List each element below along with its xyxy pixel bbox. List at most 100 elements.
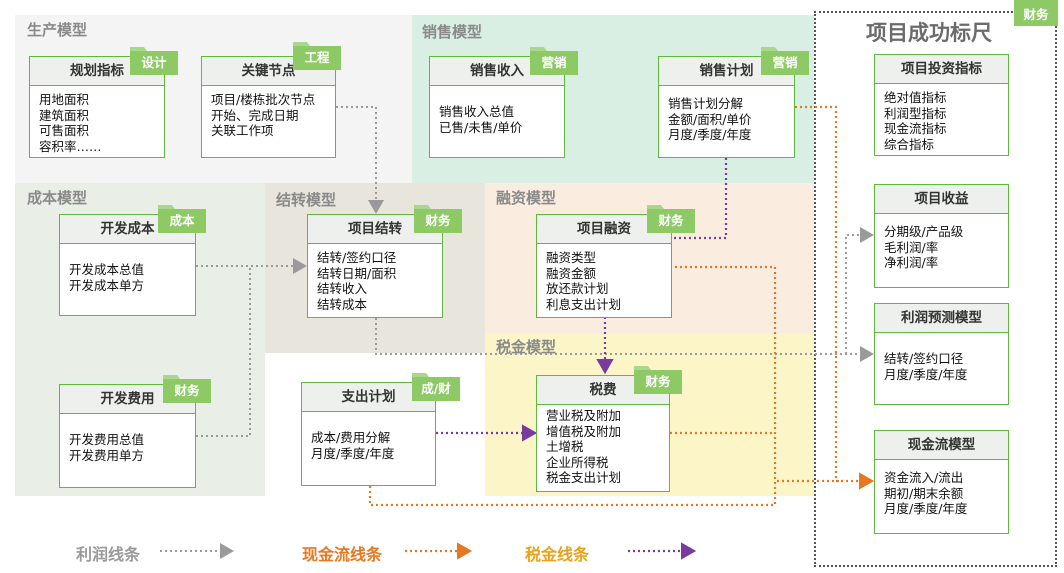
invest-index-line: 利润型指标 <box>884 105 947 121</box>
planning-line: 建筑面积 <box>39 107 90 123</box>
taxes-line: 企业所得税 <box>546 454 609 470</box>
sales-income-lines: 销售收入总值 已售/未售/单价 <box>430 86 564 135</box>
sales-income-line: 已售/未售/单价 <box>439 119 523 135</box>
sales-income-tag-label: 营销 <box>541 55 567 70</box>
taxes-line: 营业税及附加 <box>546 408 622 423</box>
planning-line: 容积率…… <box>39 138 102 154</box>
invest-index-line: 现金流指标 <box>884 121 947 136</box>
project-income-title: 项目收益 <box>875 185 1008 214</box>
project-finance-line: 融资金额 <box>546 265 597 281</box>
success-finance-tag-label: 财务 <box>1023 7 1049 22</box>
profit-model-box: 利润预测模型 结转/签约口径 月度/季度/年度 <box>874 303 1009 405</box>
sales-region-title: 销售模型 <box>422 23 483 41</box>
cost-region-title: 成本模型 <box>27 189 88 207</box>
profit-line-transfer-profit <box>375 318 874 362</box>
dev-cost-line: 开发成本总值 <box>69 262 145 277</box>
invest-index-line: 综合指标 <box>884 136 935 152</box>
project-transfer-lines: 结转/签约口径 结转日期/面积 结转收入 结转成本 <box>308 244 442 312</box>
tax-region-title: 税金模型 <box>496 338 557 356</box>
milestone-line: 关联工作项 <box>211 123 274 138</box>
taxes-lines: 营业税及附加 增值税及附加 土增税 企业所得税 税金支出计划 <box>537 405 669 486</box>
profit-model-title: 利润预测模型 <box>875 304 1008 333</box>
milestone-lines: 项目/楼栋批次节点 开始、完成日期 关联工作项 <box>202 86 335 139</box>
planning-lines: 用地面积 建筑面积 可售面积 容积率…… <box>30 86 164 154</box>
dev-cost-line: 开发成本单方 <box>69 277 145 293</box>
taxes-line: 税金支出计划 <box>546 470 622 485</box>
success-region <box>814 11 1057 567</box>
project-transfer-tag-label: 财务 <box>425 213 451 228</box>
legend-tax-label: 税金线条 <box>525 545 590 564</box>
sales-plan-lines: 销售计划分解 金额/面积/单价 月度/季度/年度 <box>659 86 794 143</box>
milestone-tag: 工程 <box>293 40 341 70</box>
project-income-line: 净利润/率 <box>884 255 939 270</box>
expense-plan-line: 成本/费用分解 <box>311 430 391 445</box>
success-region-title: 项目成功标尺 <box>866 21 992 45</box>
profit-line-milestone-transfer <box>336 106 384 214</box>
project-transfer-line: 结转/签约口径 <box>317 250 397 265</box>
transfer-region-title: 结转模型 <box>276 191 337 209</box>
invest-index-line: 绝对值指标 <box>884 90 947 105</box>
taxes-tag: 财务 <box>634 364 682 394</box>
dev-expense-tag: 财务 <box>163 373 211 403</box>
sales-plan-line: 金额/面积/单价 <box>668 111 752 127</box>
expense-plan-lines: 成本/费用分解 月度/季度/年度 <box>302 412 435 461</box>
cashflow-model-title: 现金流模型 <box>875 431 1008 460</box>
project-income-box: 项目收益 分期级/产品级 毛利润/率 净利润/率 <box>874 184 1009 288</box>
dev-expense-line: 开发费用单方 <box>69 447 145 463</box>
expense-plan-tag-label: 成/财 <box>421 381 451 396</box>
expense-plan-line: 月度/季度/年度 <box>311 445 395 461</box>
profit-model-line: 结转/签约口径 <box>884 351 964 366</box>
profit-line-devexpense-transfer <box>196 266 251 437</box>
dev-cost-title: 开发成本 <box>60 215 195 244</box>
invest-index-title: 项目投资指标 <box>875 55 1008 84</box>
dev-expense-lines: 开发费用总值 开发费用单方 <box>60 414 195 463</box>
milestone-box: 关键节点 项目/楼栋批次节点 开始、完成日期 关联工作项 <box>201 56 336 158</box>
project-transfer-line: 结转成本 <box>317 296 368 312</box>
cashflow-line-salesplan <box>795 105 875 490</box>
project-finance-tag-label: 财务 <box>658 213 684 228</box>
project-finance-line: 放还款计划 <box>546 281 609 296</box>
finance-region-title: 融资模型 <box>496 189 557 207</box>
taxes-tag-label: 财务 <box>645 374 671 389</box>
project-finance-tag: 财务 <box>647 203 695 233</box>
project-finance-lines: 融资类型 融资金额 放还款计划 利息支出计划 <box>537 244 671 312</box>
dev-cost-lines: 开发成本总值 开发成本单方 <box>60 244 195 293</box>
legend-profit-label: 利润线条 <box>76 545 141 564</box>
legend-cashflow-label: 现金流线条 <box>302 545 383 564</box>
invest-index-lines: 绝对值指标 利润型指标 现金流指标 综合指标 <box>875 84 1008 152</box>
sales-plan-tag: 营销 <box>761 45 809 75</box>
project-transfer-line: 结转收入 <box>317 281 368 296</box>
sales-income-tag: 营销 <box>530 45 578 75</box>
dev-expense-box: 开发费用 开发费用总值 开发费用单方 <box>59 384 196 488</box>
project-finance-line: 利息支出计划 <box>546 296 622 312</box>
dev-cost-tag-label: 成本 <box>169 213 195 228</box>
cashflow-model-lines: 资金流入/流出 期初/期末余额 月度/季度/年度 <box>875 460 1008 517</box>
cashflow-model-line: 期初/期末余额 <box>884 485 964 501</box>
project-income-lines: 分期级/产品级 毛利润/率 净利润/率 <box>875 214 1008 271</box>
profit-model-lines: 结转/签约口径 月度/季度/年度 <box>875 333 1008 382</box>
success-finance-tag: 财务 <box>1014 0 1058 26</box>
cashflow-model-box: 现金流模型 资金流入/流出 期初/期末余额 月度/季度/年度 <box>874 430 1009 534</box>
dev-expense-line: 开发费用总值 <box>69 432 145 447</box>
profit-model-line: 月度/季度/年度 <box>884 366 968 382</box>
expense-plan-tag: 成/财 <box>412 371 460 401</box>
invest-index-box: 项目投资指标 绝对值指标 利润型指标 现金流指标 综合指标 <box>874 54 1009 156</box>
project-income-line: 毛利润/率 <box>884 239 939 255</box>
sales-plan-line: 销售计划分解 <box>668 96 744 111</box>
milestone-line: 项目/楼栋批次节点 <box>211 92 316 107</box>
project-finance-line: 融资类型 <box>546 250 597 265</box>
taxes-line: 增值税及附加 <box>546 423 622 439</box>
expense-plan-box: 支出计划 成本/费用分解 月度/季度/年度 <box>301 382 436 486</box>
project-income-line: 分期级/产品级 <box>884 224 964 239</box>
project-finance-box: 项目融资 融资类型 融资金额 放还款计划 利息支出计划 <box>536 214 672 318</box>
taxes-line: 土增税 <box>546 439 584 454</box>
project-transfer-tag: 财务 <box>414 203 462 233</box>
planning-tag-label: 设计 <box>141 55 167 70</box>
profit-line-to-income <box>845 227 874 354</box>
planning-line: 可售面积 <box>39 123 90 138</box>
cashflow-model-line: 资金流入/流出 <box>884 470 964 485</box>
dev-expense-tag-label: 财务 <box>174 383 200 398</box>
project-transfer-line: 结转日期/面积 <box>317 265 397 281</box>
milestone-line: 开始、完成日期 <box>211 107 299 123</box>
